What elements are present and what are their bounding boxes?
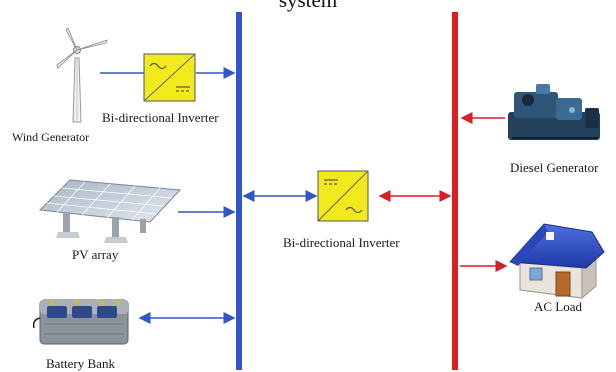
dc-bus-line	[236, 12, 242, 370]
wind-inverter-label: Bi-directional Inverter	[102, 110, 219, 125]
ac-bus-line	[452, 12, 458, 370]
pv-array-label: PV array	[72, 247, 119, 262]
diesel-generator-icon	[508, 84, 600, 140]
inverter-symbol-icon	[143, 53, 196, 102]
diesel-generator-label: Diesel Generator	[510, 160, 599, 175]
battery-bank-label: Battery Bank	[46, 356, 115, 371]
inverter-symbol-icon	[317, 170, 369, 222]
diagram-title-fragment: system	[278, 0, 338, 12]
house-icon	[508, 223, 605, 300]
ac-load-label: AC Load	[534, 299, 583, 314]
wind-turbine-icon	[56, 27, 108, 123]
wind-generator-label: Wind Generator	[12, 130, 90, 144]
center-inverter-label: Bi-directional Inverter	[283, 235, 400, 250]
solar-panel-icon	[38, 179, 182, 243]
battery-bank-icon	[32, 299, 129, 345]
